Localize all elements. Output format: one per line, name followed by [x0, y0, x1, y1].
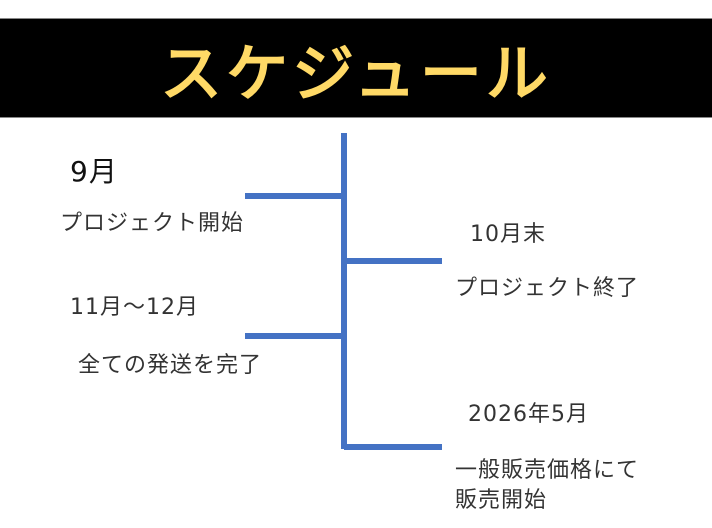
event-3-date: 11月〜12月	[70, 295, 199, 320]
timeline-axis	[341, 133, 347, 449]
branch-event-2	[344, 258, 442, 264]
title-banner: スケジュール	[0, 18, 712, 118]
event-4-date: 2026年5月	[468, 402, 589, 427]
branch-event-1	[245, 193, 344, 199]
event-4-description-line-2: 販売開始	[455, 488, 548, 513]
event-4-description-line-1: 一般販売価格にて	[455, 458, 640, 483]
event-2-date: 10月末	[470, 222, 546, 247]
event-2-description: プロジェクト終了	[455, 276, 640, 301]
page-title: スケジュール	[160, 37, 552, 110]
branch-event-4	[344, 444, 442, 450]
event-1-date: 9月	[70, 155, 118, 188]
branch-event-3	[245, 333, 344, 339]
event-1-description: プロジェクト開始	[60, 211, 245, 236]
event-3-description: 全ての発送を完了	[78, 353, 263, 378]
